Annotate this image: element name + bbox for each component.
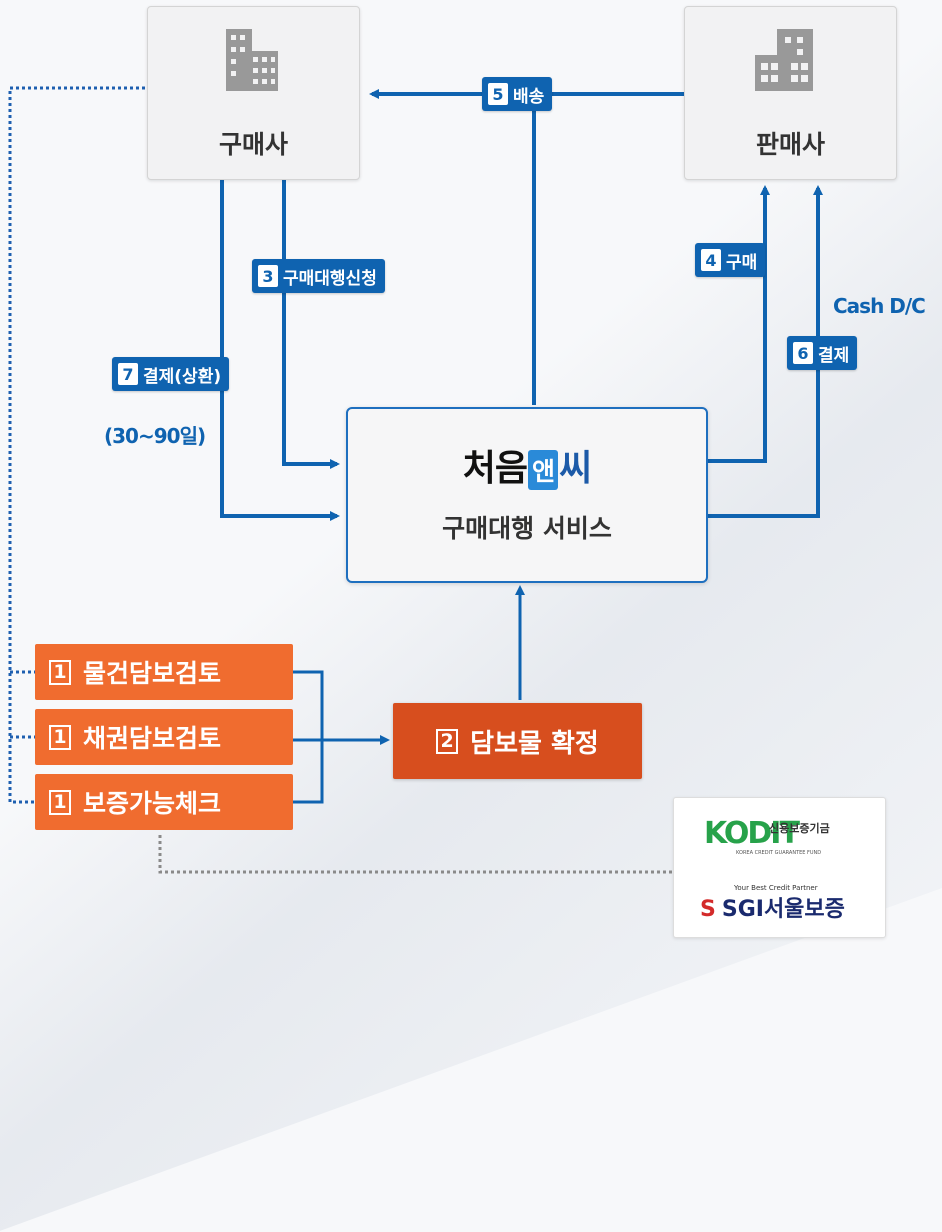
step-2-num: 2 <box>436 728 459 754</box>
step-5-num: 5 <box>488 83 508 105</box>
step-7-tag: 7 결제(상환) <box>112 357 230 391</box>
cash-dc-note: Cash D/C <box>833 294 926 318</box>
step-3-label: 구매대행신청 <box>283 268 377 289</box>
payment-line <box>705 185 823 518</box>
step-4-tag: 4 구매 <box>695 243 766 277</box>
buyer-label: 구매사 <box>218 130 288 159</box>
step-3-num: 3 <box>258 265 278 287</box>
step-3-tag: 3 구매대행신청 <box>252 259 385 293</box>
partners-box: KODIT 신용보증기금 KOREA CREDIT GUARANTEE FUND… <box>673 797 886 938</box>
service-label: 구매대행 서비스 <box>442 514 612 543</box>
step-4-num: 4 <box>701 249 721 271</box>
store-icon <box>755 29 813 91</box>
step-6-label: 결제 <box>818 345 850 366</box>
step-6-num: 6 <box>793 342 813 364</box>
kodit-name: 신용보증기금 <box>769 822 830 835</box>
step-4-label: 구매 <box>726 252 758 273</box>
step-7-num: 7 <box>118 363 138 385</box>
step-2-collateral-confirm: 2 담보물 확정 <box>393 703 642 779</box>
sgi-mark-icon: S <box>700 897 716 922</box>
step-5-label: 배송 <box>513 86 545 107</box>
kodit-english-name: KOREA CREDIT GUARANTEE FUND <box>736 850 822 856</box>
logo-part3: 씨 <box>559 448 592 489</box>
logo-part1: 처음 <box>462 448 528 489</box>
logo-part2: 앤 <box>528 450 559 490</box>
step-1a-label: 물건담보검토 <box>83 659 222 688</box>
dotted-link-buyer <box>8 86 145 804</box>
step-7-label: 결제(상환) <box>143 366 222 387</box>
step-1c-num: 1 <box>49 789 71 815</box>
kodit-logo: KODIT <box>704 816 800 851</box>
sgi-tagline: Your Best Credit Partner <box>734 884 818 892</box>
connector-lines <box>8 86 823 874</box>
seller-node: 판매사 <box>684 6 897 180</box>
request-line <box>282 178 340 469</box>
step-1b-num: 1 <box>49 724 71 750</box>
repay-line <box>220 178 340 521</box>
step-6-tag: 6 결제 <box>787 336 858 370</box>
buyer-node: 구매사 <box>147 6 360 180</box>
term-note: (30~90일) <box>104 424 206 448</box>
step-1-guarantee-check: 1 보증가능체크 <box>35 774 293 830</box>
step-1b-label: 채권담보검토 <box>83 724 222 753</box>
step-1c-label: 보증가능체크 <box>83 789 222 818</box>
step-1-bond-review: 1 채권담보검토 <box>35 709 293 765</box>
building-icon <box>226 29 278 91</box>
step-1a-num: 1 <box>49 659 71 685</box>
purchase-line <box>705 185 770 463</box>
bracket-line <box>293 670 385 804</box>
seller-label: 판매사 <box>755 130 825 159</box>
step-2-label: 담보물 확정 <box>470 728 599 759</box>
dotted-link-partners <box>158 835 672 874</box>
step-1-goods-review: 1 물건담보검토 <box>35 644 293 700</box>
step-5-tag: 5 배송 <box>482 77 553 111</box>
sgi-name: SGI서울보증 <box>721 897 845 922</box>
